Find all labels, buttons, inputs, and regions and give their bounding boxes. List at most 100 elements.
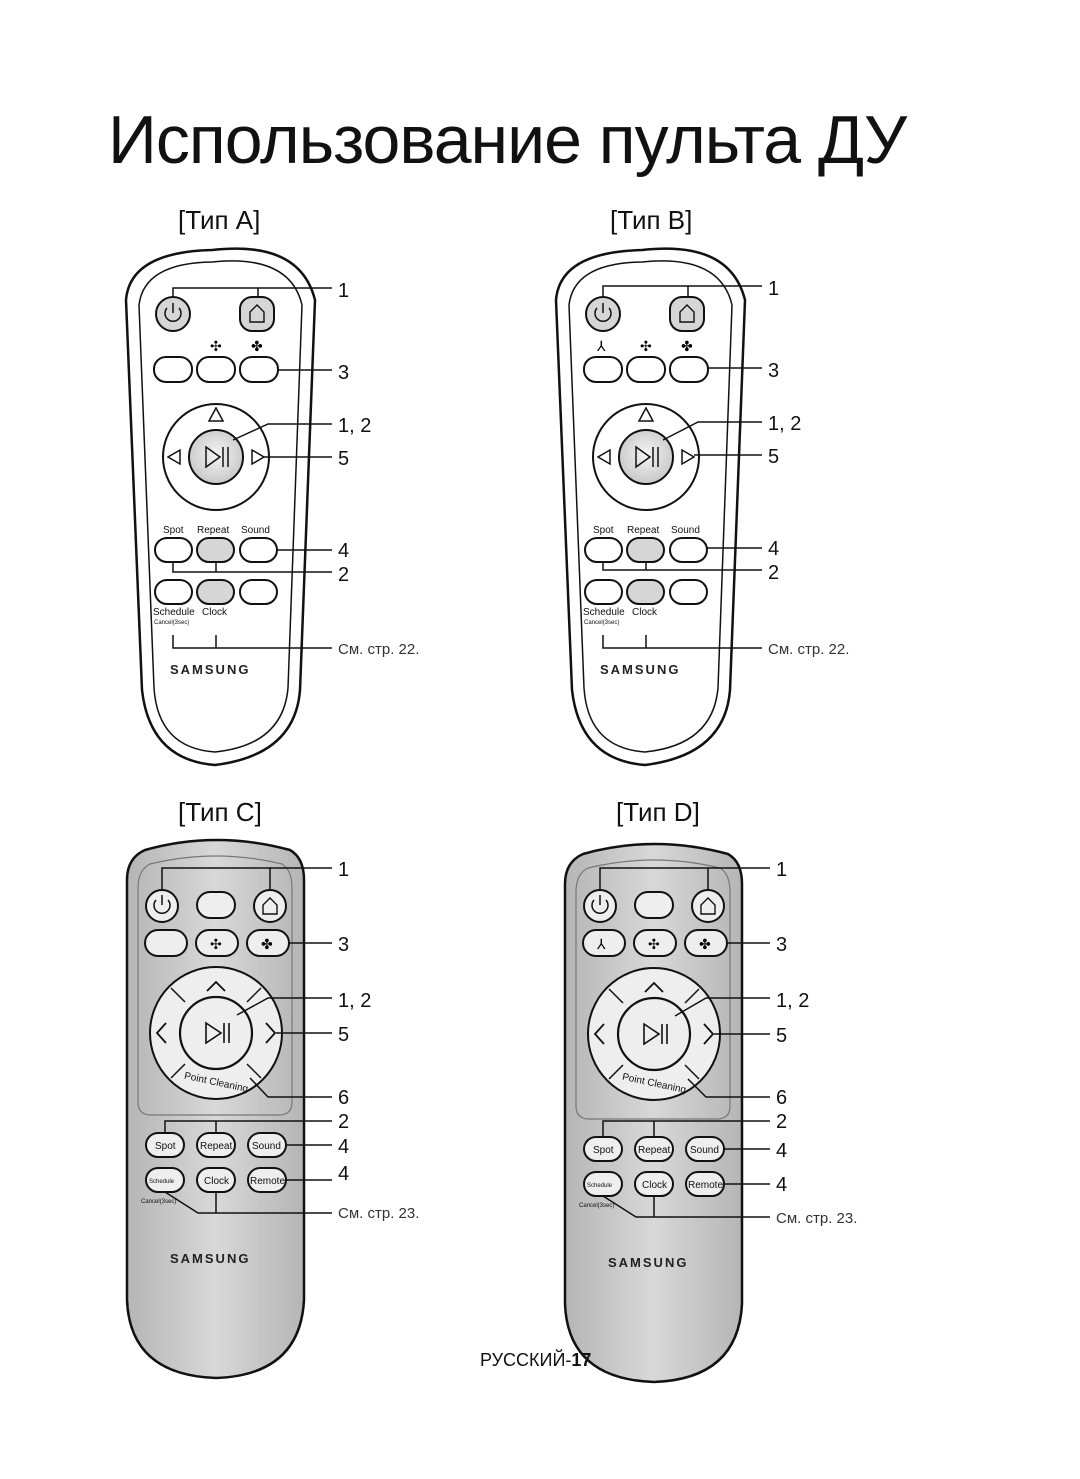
- normal-power-button[interactable]: [633, 929, 677, 957]
- home-icon: [679, 304, 695, 323]
- repeat-label: Repeat: [627, 525, 659, 536]
- callout-4b: 4: [338, 1163, 349, 1185]
- callout-5: 5: [768, 446, 779, 468]
- clock-button[interactable]: [196, 579, 235, 605]
- remote-type-d: ⅄ ✣ ✤ Point Cleaning Spot Repeat Sound S…: [563, 842, 857, 1384]
- callout-5: 5: [776, 1025, 787, 1047]
- arrow-up-icon[interactable]: [207, 406, 225, 422]
- power-button[interactable]: [583, 889, 617, 923]
- arrow-left-icon[interactable]: [596, 448, 611, 466]
- arrow-left-icon[interactable]: [155, 1022, 167, 1044]
- cancel-label: Cancel(3sec): [141, 1199, 176, 1205]
- spot-button[interactable]: [154, 537, 193, 563]
- play-pause-icon: [643, 1022, 668, 1046]
- turbo-icon: ✣: [640, 338, 652, 354]
- samsung-logo: SAMSUNG: [170, 662, 250, 677]
- remote-c-callout-lines: [161, 867, 332, 1214]
- page-number: 17: [571, 1350, 592, 1370]
- turbo-button[interactable]: [669, 356, 709, 383]
- arrow-right-icon[interactable]: [681, 448, 696, 466]
- callout-1-2: 1, 2: [768, 413, 801, 435]
- sound-label: Sound: [241, 525, 270, 536]
- callout-3: 3: [338, 362, 349, 384]
- clock-button[interactable]: [626, 579, 665, 605]
- quiet-button[interactable]: [582, 929, 626, 957]
- sound-label: Sound: [252, 1141, 281, 1152]
- home-button[interactable]: [239, 296, 275, 332]
- mode-button-1[interactable]: [153, 356, 193, 383]
- callout-2: 2: [776, 1111, 787, 1133]
- play-pause-icon: [205, 445, 229, 469]
- power-button[interactable]: [585, 296, 621, 332]
- start-stop-button[interactable]: [188, 429, 244, 485]
- mode-button-1[interactable]: [144, 929, 188, 957]
- power-icon: [594, 307, 612, 323]
- power-button[interactable]: [145, 889, 179, 923]
- remote-b-callout-lines: [602, 285, 762, 649]
- blank-button[interactable]: [196, 891, 236, 919]
- see-page-ref: См. стр. 22.: [338, 641, 419, 658]
- repeat-button[interactable]: [626, 537, 665, 563]
- schedule-button[interactable]: [154, 579, 193, 605]
- arrow-right-icon[interactable]: [703, 1023, 715, 1045]
- home-button[interactable]: [691, 889, 725, 923]
- callout-4a: 4: [776, 1140, 787, 1162]
- schedule-button[interactable]: [584, 579, 623, 605]
- see-page-ref: См. стр. 23.: [776, 1210, 857, 1227]
- power-icon: [153, 899, 171, 915]
- remote-b-inner-outline: [568, 260, 733, 753]
- callout-2: 2: [768, 562, 779, 584]
- callout-4: 4: [768, 538, 779, 560]
- callout-2: 2: [338, 1111, 349, 1133]
- normal-power-button[interactable]: [196, 356, 236, 383]
- quiet-icon: ⅄: [596, 338, 606, 354]
- remote-d-body: [563, 842, 744, 1384]
- arrow-up-icon[interactable]: [637, 406, 655, 422]
- spot-button[interactable]: [584, 537, 623, 563]
- type-d-label: [Тип D]: [616, 797, 700, 827]
- callout-3: 3: [338, 934, 349, 956]
- normal-power-button[interactable]: [626, 356, 666, 383]
- sound-button[interactable]: [239, 537, 278, 563]
- arrow-up-icon[interactable]: [206, 980, 226, 992]
- arrow-up-icon[interactable]: [644, 981, 664, 993]
- repeat-button[interactable]: [196, 537, 235, 563]
- turbo-button[interactable]: [239, 356, 279, 383]
- home-button[interactable]: [669, 296, 705, 332]
- remote-type-c: ✣ ✤ Point Cleaning Spot Repeat Sound Sch…: [125, 838, 419, 1380]
- start-stop-button[interactable]: [618, 429, 674, 485]
- power-icon: [591, 899, 609, 915]
- arrow-left-icon[interactable]: [593, 1023, 605, 1045]
- schedule-label: Schedule: [149, 1179, 175, 1185]
- sound-button[interactable]: [669, 537, 708, 563]
- power-button[interactable]: [155, 296, 191, 332]
- cancel-label: Cancel(3sec): [579, 1203, 614, 1209]
- extra-button[interactable]: [669, 579, 708, 605]
- clock-label: Clock: [642, 1180, 668, 1191]
- page-title: Использование пульта ДУ: [108, 102, 907, 178]
- remote-a-inner-outline: [138, 260, 303, 753]
- clock-label: Clock: [204, 1176, 230, 1187]
- callout-5: 5: [338, 1024, 349, 1046]
- callout-4: 4: [338, 540, 349, 562]
- max-suction-icon: ✤: [699, 936, 711, 952]
- arrow-right-icon[interactable]: [265, 1022, 277, 1044]
- callout-4b: 4: [776, 1174, 787, 1196]
- home-button[interactable]: [253, 889, 287, 923]
- blank-button[interactable]: [634, 891, 674, 919]
- see-page-ref: См. стр. 22.: [768, 641, 849, 658]
- home-icon: [262, 897, 278, 915]
- start-stop-button[interactable]: [616, 996, 692, 1072]
- remote-c-panel: [137, 855, 293, 1116]
- type-b-label: [Тип B]: [610, 205, 693, 235]
- clock-label: Clock: [632, 607, 658, 618]
- extra-button[interactable]: [239, 579, 278, 605]
- callout-1: 1: [338, 280, 349, 302]
- arrow-right-icon[interactable]: [251, 448, 266, 466]
- normal-power-button[interactable]: [195, 929, 239, 957]
- see-page-ref: См. стр. 23.: [338, 1205, 419, 1222]
- start-stop-button[interactable]: [178, 995, 254, 1071]
- quiet-button[interactable]: [583, 356, 623, 383]
- arrow-left-icon[interactable]: [166, 448, 181, 466]
- spot-label: Spot: [163, 525, 184, 536]
